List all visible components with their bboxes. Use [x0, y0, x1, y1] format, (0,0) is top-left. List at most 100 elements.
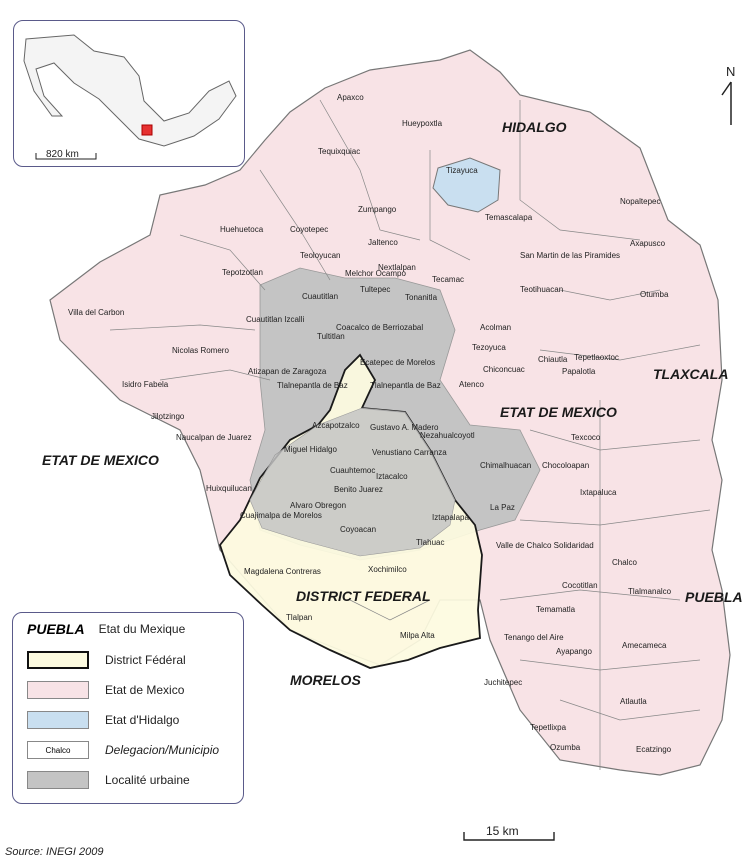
legend-swatch	[27, 711, 89, 729]
inset-map: 820 km	[13, 20, 245, 167]
municipio-label: Teoloyucan	[300, 251, 340, 260]
region-label-district-federal: DISTRICT FEDERAL	[296, 588, 431, 604]
municipio-label: Tonanitla	[405, 293, 438, 302]
hidalgo-area	[432, 157, 501, 213]
municipio-label: Ozumba	[550, 743, 581, 752]
municipio-label: Papalotla	[562, 367, 596, 376]
municipio-label: Xochimilco	[368, 565, 407, 574]
municipio-label: Chiconcuac	[483, 365, 525, 374]
municipio-label: Ecatepec de Morelos	[360, 358, 435, 367]
municipio-label: Atlautla	[620, 697, 647, 706]
municipio-label: Nextlalpan	[378, 263, 416, 272]
municipio-label: Tizayuca	[446, 166, 478, 175]
source-note: Source: INEGI 2009	[5, 846, 104, 858]
municipio-label: Cuautitlan	[302, 292, 338, 301]
municipio-label: Miguel Hidalgo	[284, 445, 337, 454]
municipio-label: Jilotzingo	[151, 412, 185, 421]
municipio-label: La Paz	[490, 503, 515, 512]
municipio-label: Atenco	[459, 380, 484, 389]
inset-scale-label: 820 km	[46, 149, 79, 160]
municipio-label: Isidro Fabela	[122, 380, 169, 389]
municipio-label: Apaxco	[337, 93, 364, 102]
municipio-label: Ixtapaluca	[580, 488, 617, 497]
legend-header: PUEBLA Etat du Mexique	[27, 621, 185, 637]
legend-swatch	[27, 681, 89, 699]
municipio-label: Cocotitlan	[562, 581, 598, 590]
legend: PUEBLA Etat du Mexique District Fédéral …	[12, 612, 244, 804]
municipio-label: Tlalmanalco	[628, 587, 672, 596]
municipal-boundaries	[109, 99, 711, 770]
municipio-label: Tepetlaoxtoc	[574, 353, 619, 362]
municipio-label: Tequixquiac	[318, 147, 360, 156]
municipio-label: Cuajimalpa de Morelos	[240, 511, 322, 520]
legend-item-etat-de-mexico: Etat de Mexico	[27, 681, 184, 699]
legend-swatch	[27, 771, 89, 789]
mexico-outline: 820 km	[23, 34, 237, 160]
municipio-label: Tlalnepantla de Baz	[370, 381, 441, 390]
municipio-label: Ecatzingo	[636, 745, 672, 754]
municipio-label: Cuautitlan Izcalli	[246, 315, 304, 324]
municipio-label: Melchor Ocampo	[345, 269, 406, 278]
legend-item-urban: Localité urbaine	[27, 771, 190, 789]
municipio-label: Valle de Chalco Solidaridad	[496, 541, 594, 550]
municipio-label: Venustiano Carranza	[372, 448, 447, 457]
legend-item-hidalgo: Etat d'Hidalgo	[27, 711, 179, 729]
municipio-label: Iztapalapa	[432, 513, 469, 522]
municipio-label: San Martin de las Piramides	[520, 251, 620, 260]
north-label: N	[726, 64, 735, 79]
municipio-label: Coacalco de Berriozabal	[336, 323, 423, 332]
municipio-label: Axapusco	[630, 239, 666, 248]
municipio-label: Coyoacan	[340, 525, 376, 534]
municipio-label: Tepotzotlan	[222, 268, 263, 277]
legend-label: Delegacion/Municipio	[105, 743, 220, 757]
municipio-label: Nezahualcoyotl	[420, 431, 475, 440]
municipio-label: Tecamac	[432, 275, 464, 284]
scale-bar	[463, 832, 555, 841]
municipio-label: Ayapango	[556, 647, 592, 656]
region-label-hidalgo: HIDALGO	[502, 119, 567, 135]
north-arrow-head-icon	[721, 81, 732, 96]
municipio-label: Tenango del Aire	[504, 633, 564, 642]
municipio-label: Texcoco	[571, 433, 601, 442]
legend-item-district-federal: District Fédéral	[27, 651, 186, 669]
municipio-label: Nicolas Romero	[172, 346, 229, 355]
region-label-etat-de-mexico-east: ETAT DE MEXICO	[500, 404, 617, 420]
municipio-label: Iztacalco	[376, 472, 408, 481]
municipio-label: Hueypoxtla	[402, 119, 443, 128]
municipio-label: Tezoyuca	[472, 343, 506, 352]
municipio-label: Milpa Alta	[400, 631, 435, 640]
legend-label: Localité urbaine	[105, 773, 190, 787]
legend-swatch: Chalco	[27, 741, 89, 759]
municipio-label: Acolman	[480, 323, 511, 332]
municipio-label: Temascalapa	[485, 213, 533, 222]
region-label-etat-de-mexico-west: ETAT DE MEXICO	[42, 452, 159, 468]
municipio-label: Tultepec	[360, 285, 390, 294]
municipio-label: Coyotepec	[290, 225, 328, 234]
municipio-label: Tlalpan	[286, 613, 312, 622]
legend-label: Etat d'Hidalgo	[105, 713, 180, 727]
scale-label: 15 km	[486, 824, 519, 838]
df-urban-overlay	[249, 407, 456, 557]
municipio-label: Chocoloapan	[542, 461, 589, 470]
municipio-label: Magdalena Contreras	[244, 567, 321, 576]
legend-swatch	[27, 651, 89, 669]
municipio-label: Otumba	[640, 290, 669, 299]
municipio-label: Chiautla	[538, 355, 568, 364]
municipio-label: Alvaro Obregon	[290, 501, 346, 510]
legend-item-municipio: Chalco Delegacion/Municipio	[27, 741, 219, 759]
municipio-label: Tlahuac	[416, 538, 444, 547]
municipio-labels: Apaxco Hueypoxtla Tequixquiac Tizayuca Z…	[68, 93, 672, 754]
municipio-label: Tlalnepantla de Baz	[277, 381, 348, 390]
legend-label: Etat de Mexico	[105, 683, 185, 697]
legend-header-code: PUEBLA	[27, 621, 85, 637]
region-label-morelos: MORELOS	[290, 672, 361, 688]
municipio-label: Chimalhuacan	[480, 461, 531, 470]
municipio-label: Zumpango	[358, 205, 397, 214]
municipio-label: Jaltenco	[368, 238, 398, 247]
legend-header-text: Etat du Mexique	[98, 622, 186, 636]
municipio-label: Azcapotzalco	[312, 421, 360, 430]
municipio-label: Nopaltepec	[620, 197, 660, 206]
municipio-label: Naucalpan de Juarez	[176, 433, 252, 442]
municipio-label: Tultitlan	[317, 332, 345, 341]
